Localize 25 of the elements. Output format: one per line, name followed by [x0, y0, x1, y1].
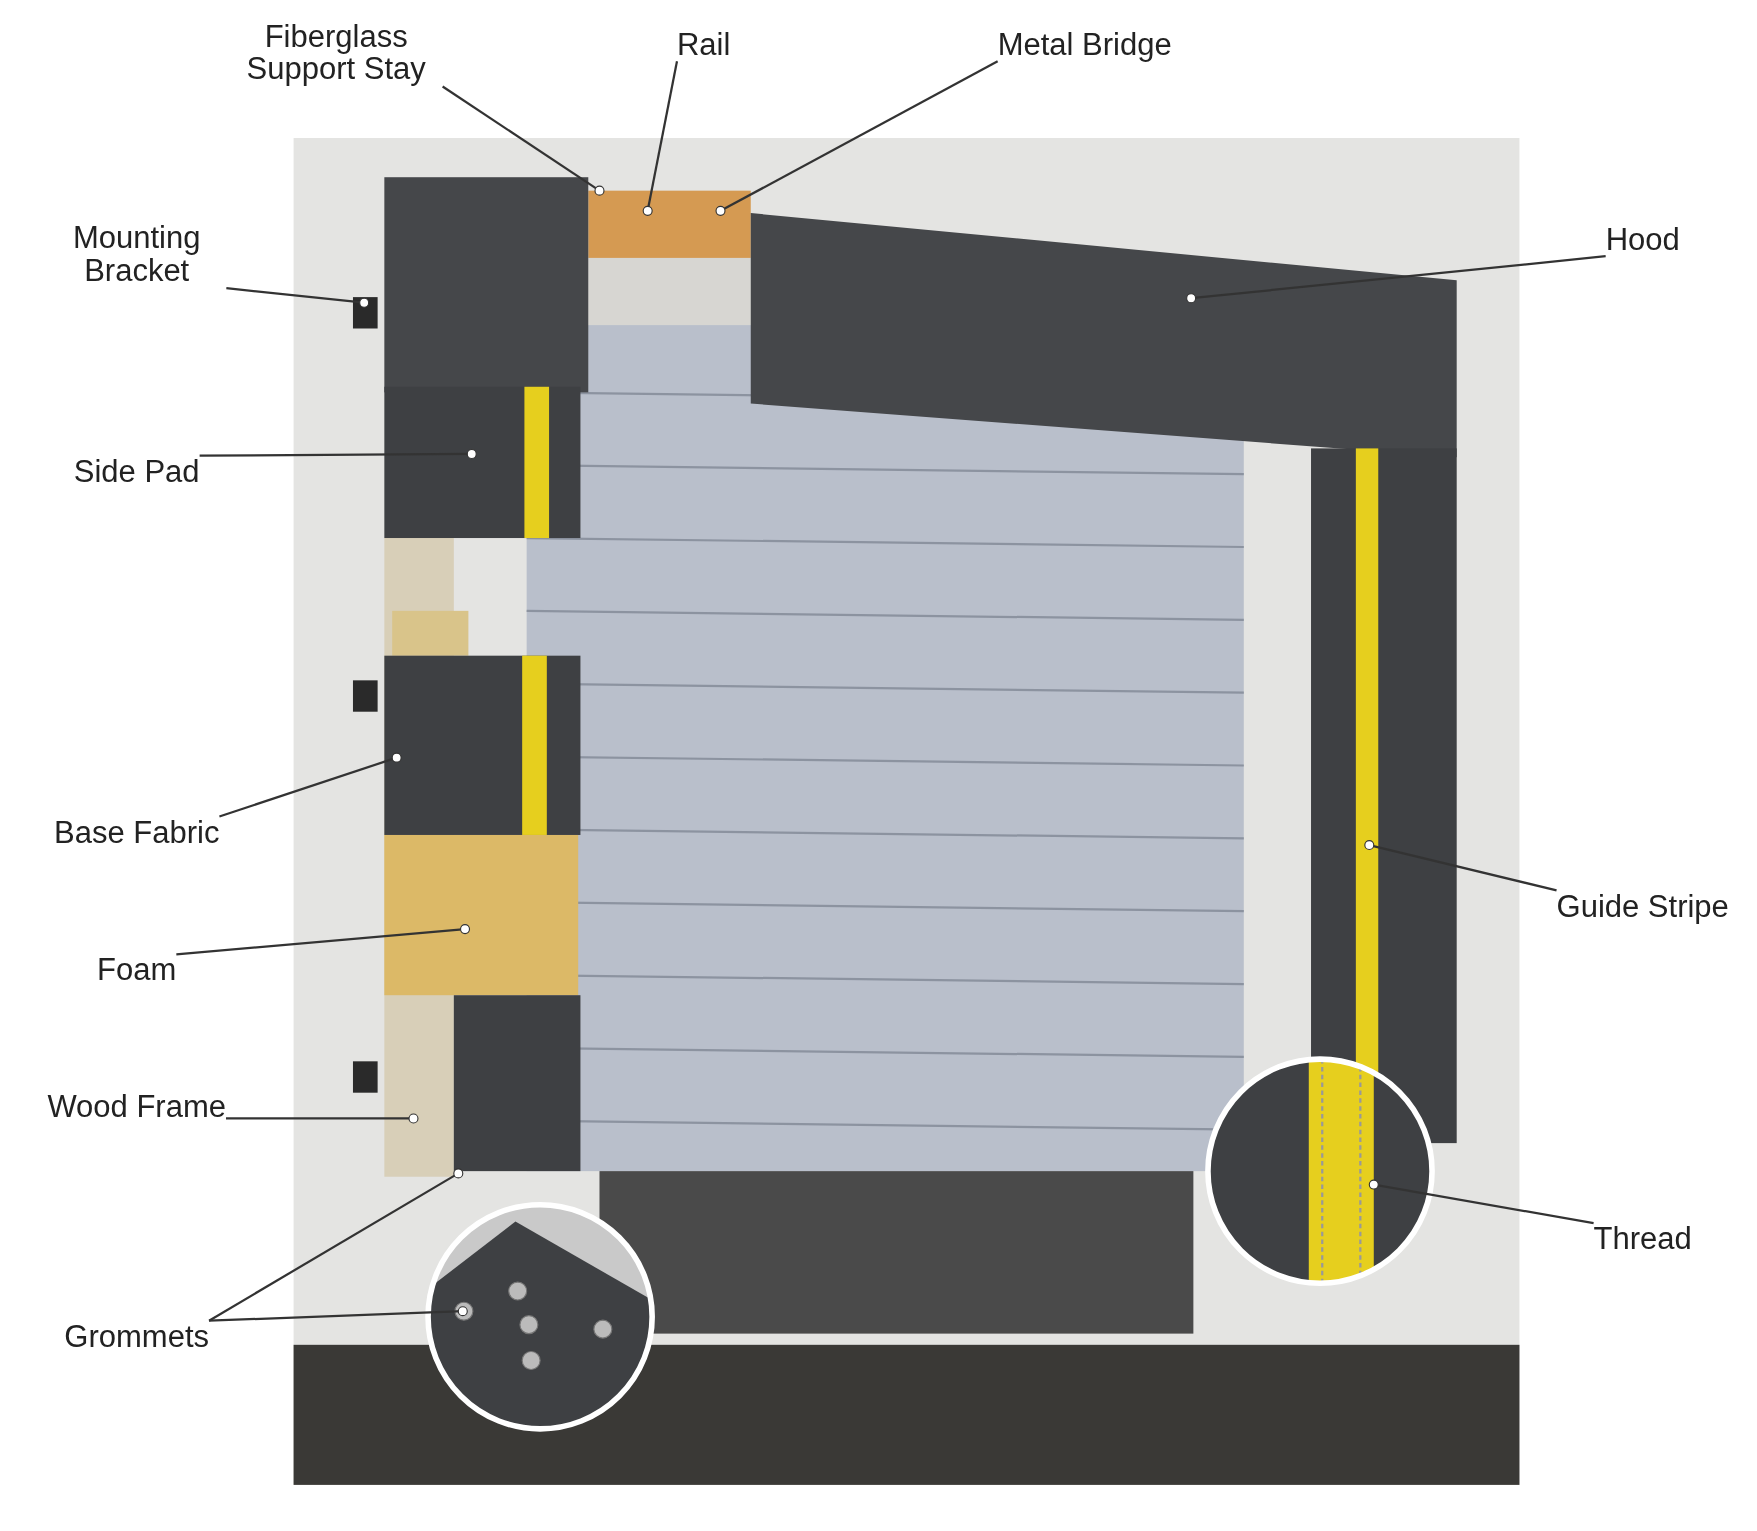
part-label: Wood Frame: [47, 1090, 226, 1124]
leader-line: [226, 287, 370, 308]
leader-line: [176, 924, 471, 956]
part-label: Thread: [1593, 1223, 1692, 1256]
part-label: Fiberglass Support Stay: [229, 21, 443, 87]
leader-line: [209, 1306, 468, 1322]
part-label: Metal Bridge: [997, 28, 1172, 62]
part-label: Foam: [97, 954, 177, 987]
leader-line: [226, 1113, 419, 1124]
leader-line: [199, 448, 477, 460]
leader-line: [1368, 1179, 1594, 1225]
part-label: Guide Stripe: [1556, 890, 1729, 923]
leader-line: [219, 752, 402, 818]
part-label: Side Pad: [73, 455, 200, 488]
leader-line: [441, 85, 605, 196]
leader-line: [208, 1168, 464, 1322]
part-label: Mounting Bracket: [47, 222, 227, 288]
part-label: Hood: [1605, 223, 1680, 257]
leader-line: [1364, 840, 1557, 892]
part-label: Grommets: [64, 1320, 210, 1354]
leader-line: [715, 60, 999, 216]
part-label: Rail: [677, 28, 731, 62]
part-label: Base Fabric: [54, 816, 220, 849]
leader-line: [642, 61, 679, 216]
leader-line: [1186, 255, 1606, 304]
